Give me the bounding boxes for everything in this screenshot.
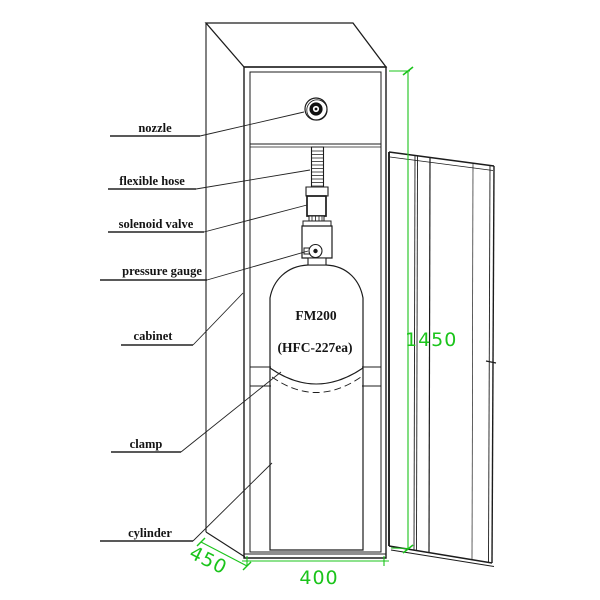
dim-depth-tick-left [197, 538, 205, 546]
cabinet-left-bottom-edge [206, 532, 245, 557]
dim-height-ext-bottom [391, 548, 410, 549]
dim-depth-line [201, 542, 247, 566]
dim-depth-tick-right [243, 562, 251, 570]
nozzle-leader [200, 112, 304, 136]
clamp-label: clamp [130, 437, 163, 451]
cabinet-leader [193, 293, 243, 345]
door-top-edge [389, 152, 494, 166]
door-panel-line-3 [429, 158, 430, 553]
door-right-edge-inner [489, 166, 491, 563]
clamp-strap-back-dashed [272, 377, 361, 393]
cylinder-texts: FM200 (HFC-227ea) [278, 308, 353, 355]
cabinet-front-outer [244, 67, 386, 558]
cylinder-neck [308, 258, 326, 265]
dimension-width-400 [242, 556, 389, 566]
pressure-gauge-center [313, 248, 318, 254]
clamp-leader [181, 372, 281, 452]
dim-depth-value: 450 [186, 542, 231, 579]
callouts [100, 112, 310, 541]
valve-collar [303, 221, 331, 226]
dim-width-value: 400 [299, 567, 338, 589]
callout-texts: nozzle flexible hose solenoid valve pres… [119, 121, 203, 540]
nozzle-outer-ring-2 [307, 100, 327, 120]
clamp-assembly [250, 367, 381, 393]
nozzle-assembly [305, 98, 327, 120]
dim-width-tick-left [242, 556, 252, 566]
hose-fitting [306, 187, 328, 196]
door-top-edge-inner [390, 157, 493, 171]
dimension-height-1450 [389, 67, 413, 553]
flexible-hose-label: flexible hose [119, 174, 185, 188]
solenoid-nut-hatch [312, 216, 322, 221]
solenoid-valve [307, 196, 326, 216]
nozzle-pin [314, 107, 318, 111]
door-handle-mark [486, 361, 496, 363]
pressure-gauge-label: pressure gauge [122, 264, 202, 278]
door-panel-line-2 [417, 156, 418, 550]
cabinet-door-open [389, 152, 496, 567]
dim-height-tick-bottom [403, 545, 413, 553]
flexible-hose-leader [196, 170, 310, 189]
cabinet-label: cabinet [134, 329, 174, 343]
dim-height-value: 1450 [405, 329, 457, 351]
cabinet-outline [206, 23, 386, 558]
door-panel-line-1 [414, 156, 415, 550]
door-panel-line-4 [472, 163, 473, 559]
solenoid-valve-label: solenoid valve [119, 217, 194, 231]
pressure-gauge-leader [207, 251, 308, 280]
nozzle-label: nozzle [138, 121, 172, 135]
cylinder-leader [193, 463, 272, 541]
dim-width-tick-right [379, 556, 389, 566]
clamp-strap-front [270, 368, 363, 384]
cylinder-agent-text: (HFC-227ea) [278, 340, 353, 355]
door-bottom-edge-inner [391, 550, 494, 567]
cylinder-product-text: FM200 [295, 308, 336, 323]
valve-stack [302, 147, 332, 265]
dimension-depth-450 [197, 538, 251, 570]
dim-height-tick-top [403, 67, 413, 75]
door-right-edge-outer [492, 166, 494, 563]
flexible-hose-ribs [312, 151, 324, 186]
cylinder-label: cylinder [128, 526, 172, 540]
solenoid-valve-leader [204, 205, 307, 232]
cabinet-front-inner [250, 72, 381, 552]
cabinet-top-face [206, 23, 386, 67]
